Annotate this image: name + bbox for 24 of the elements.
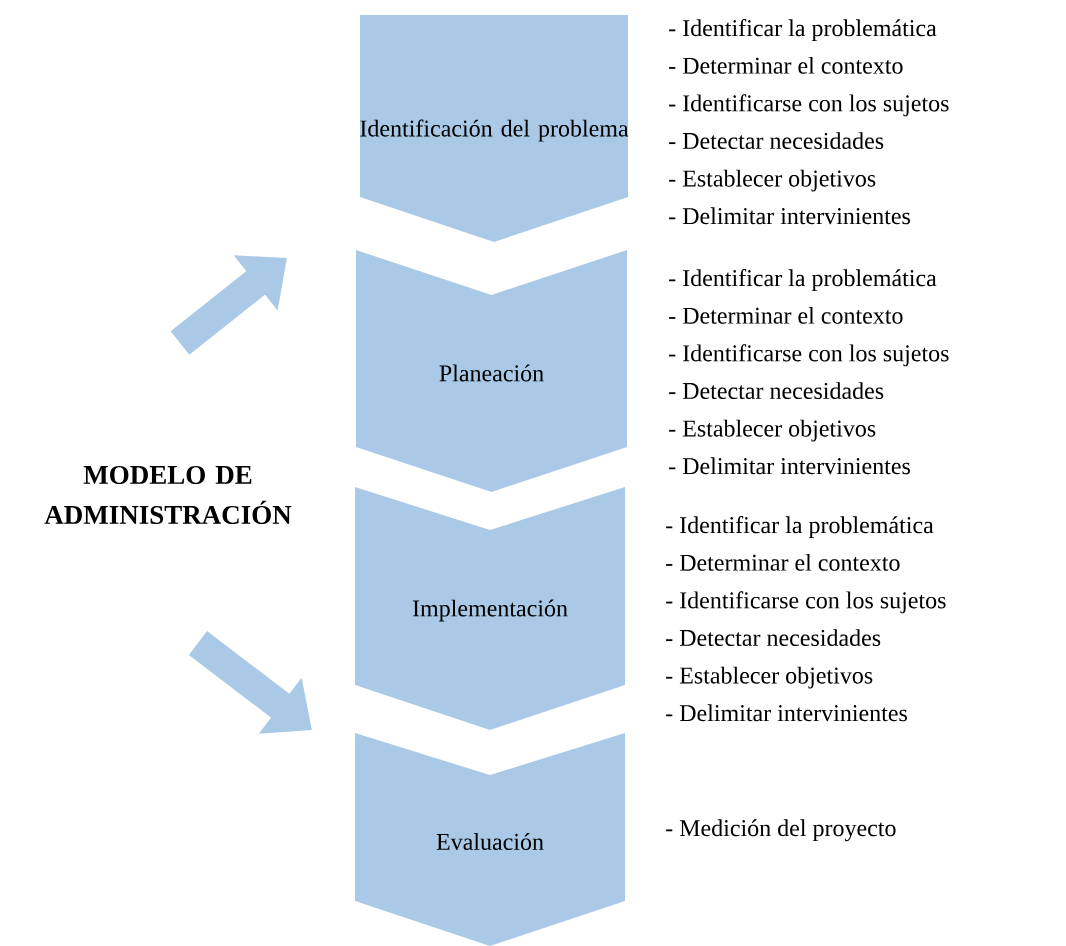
list-item: - Delimitar intervinientes	[669, 207, 910, 225]
chevron-box: Evaluación	[355, 733, 625, 946]
list-item: - Determinar el contexto	[669, 56, 903, 74]
list-item: - Medición del proyecto	[666, 819, 896, 842]
list-item: - Establecer objetivos	[669, 419, 876, 442]
list-item: - Delimitar intervinientes	[666, 704, 907, 722]
chevron-box: Implementación	[355, 487, 625, 730]
list-item: - Detectar necesidades	[669, 382, 884, 400]
list-item: - Identificar la problemática	[669, 19, 937, 42]
list-item: - Determinar el contexto	[669, 306, 903, 324]
chevron-box: Planeación	[356, 250, 627, 492]
list-item: - Identificarse con los sujetos	[666, 591, 946, 614]
list-item: - Delimitar intervinientes	[669, 457, 910, 475]
list-item: - Identificarse con los sujetos	[669, 344, 949, 367]
list-item: - Identificar la problemática	[666, 516, 934, 539]
title-text: MODELO DE ADMINISTRACIÓN	[44, 465, 292, 525]
list-item: - Determinar el contexto	[666, 553, 900, 571]
list-item: - Detectar necesidades	[669, 132, 884, 150]
list-item: - Identificarse con los sujetos	[669, 94, 949, 117]
list-item: - Identificar la problemática	[669, 269, 937, 292]
list-item: - Establecer objetivos	[669, 169, 876, 192]
list-item: - Detectar necesidades	[666, 629, 881, 647]
list-item: - Establecer objetivos	[666, 666, 873, 689]
chevron-box: Identificación del problema	[360, 15, 629, 242]
